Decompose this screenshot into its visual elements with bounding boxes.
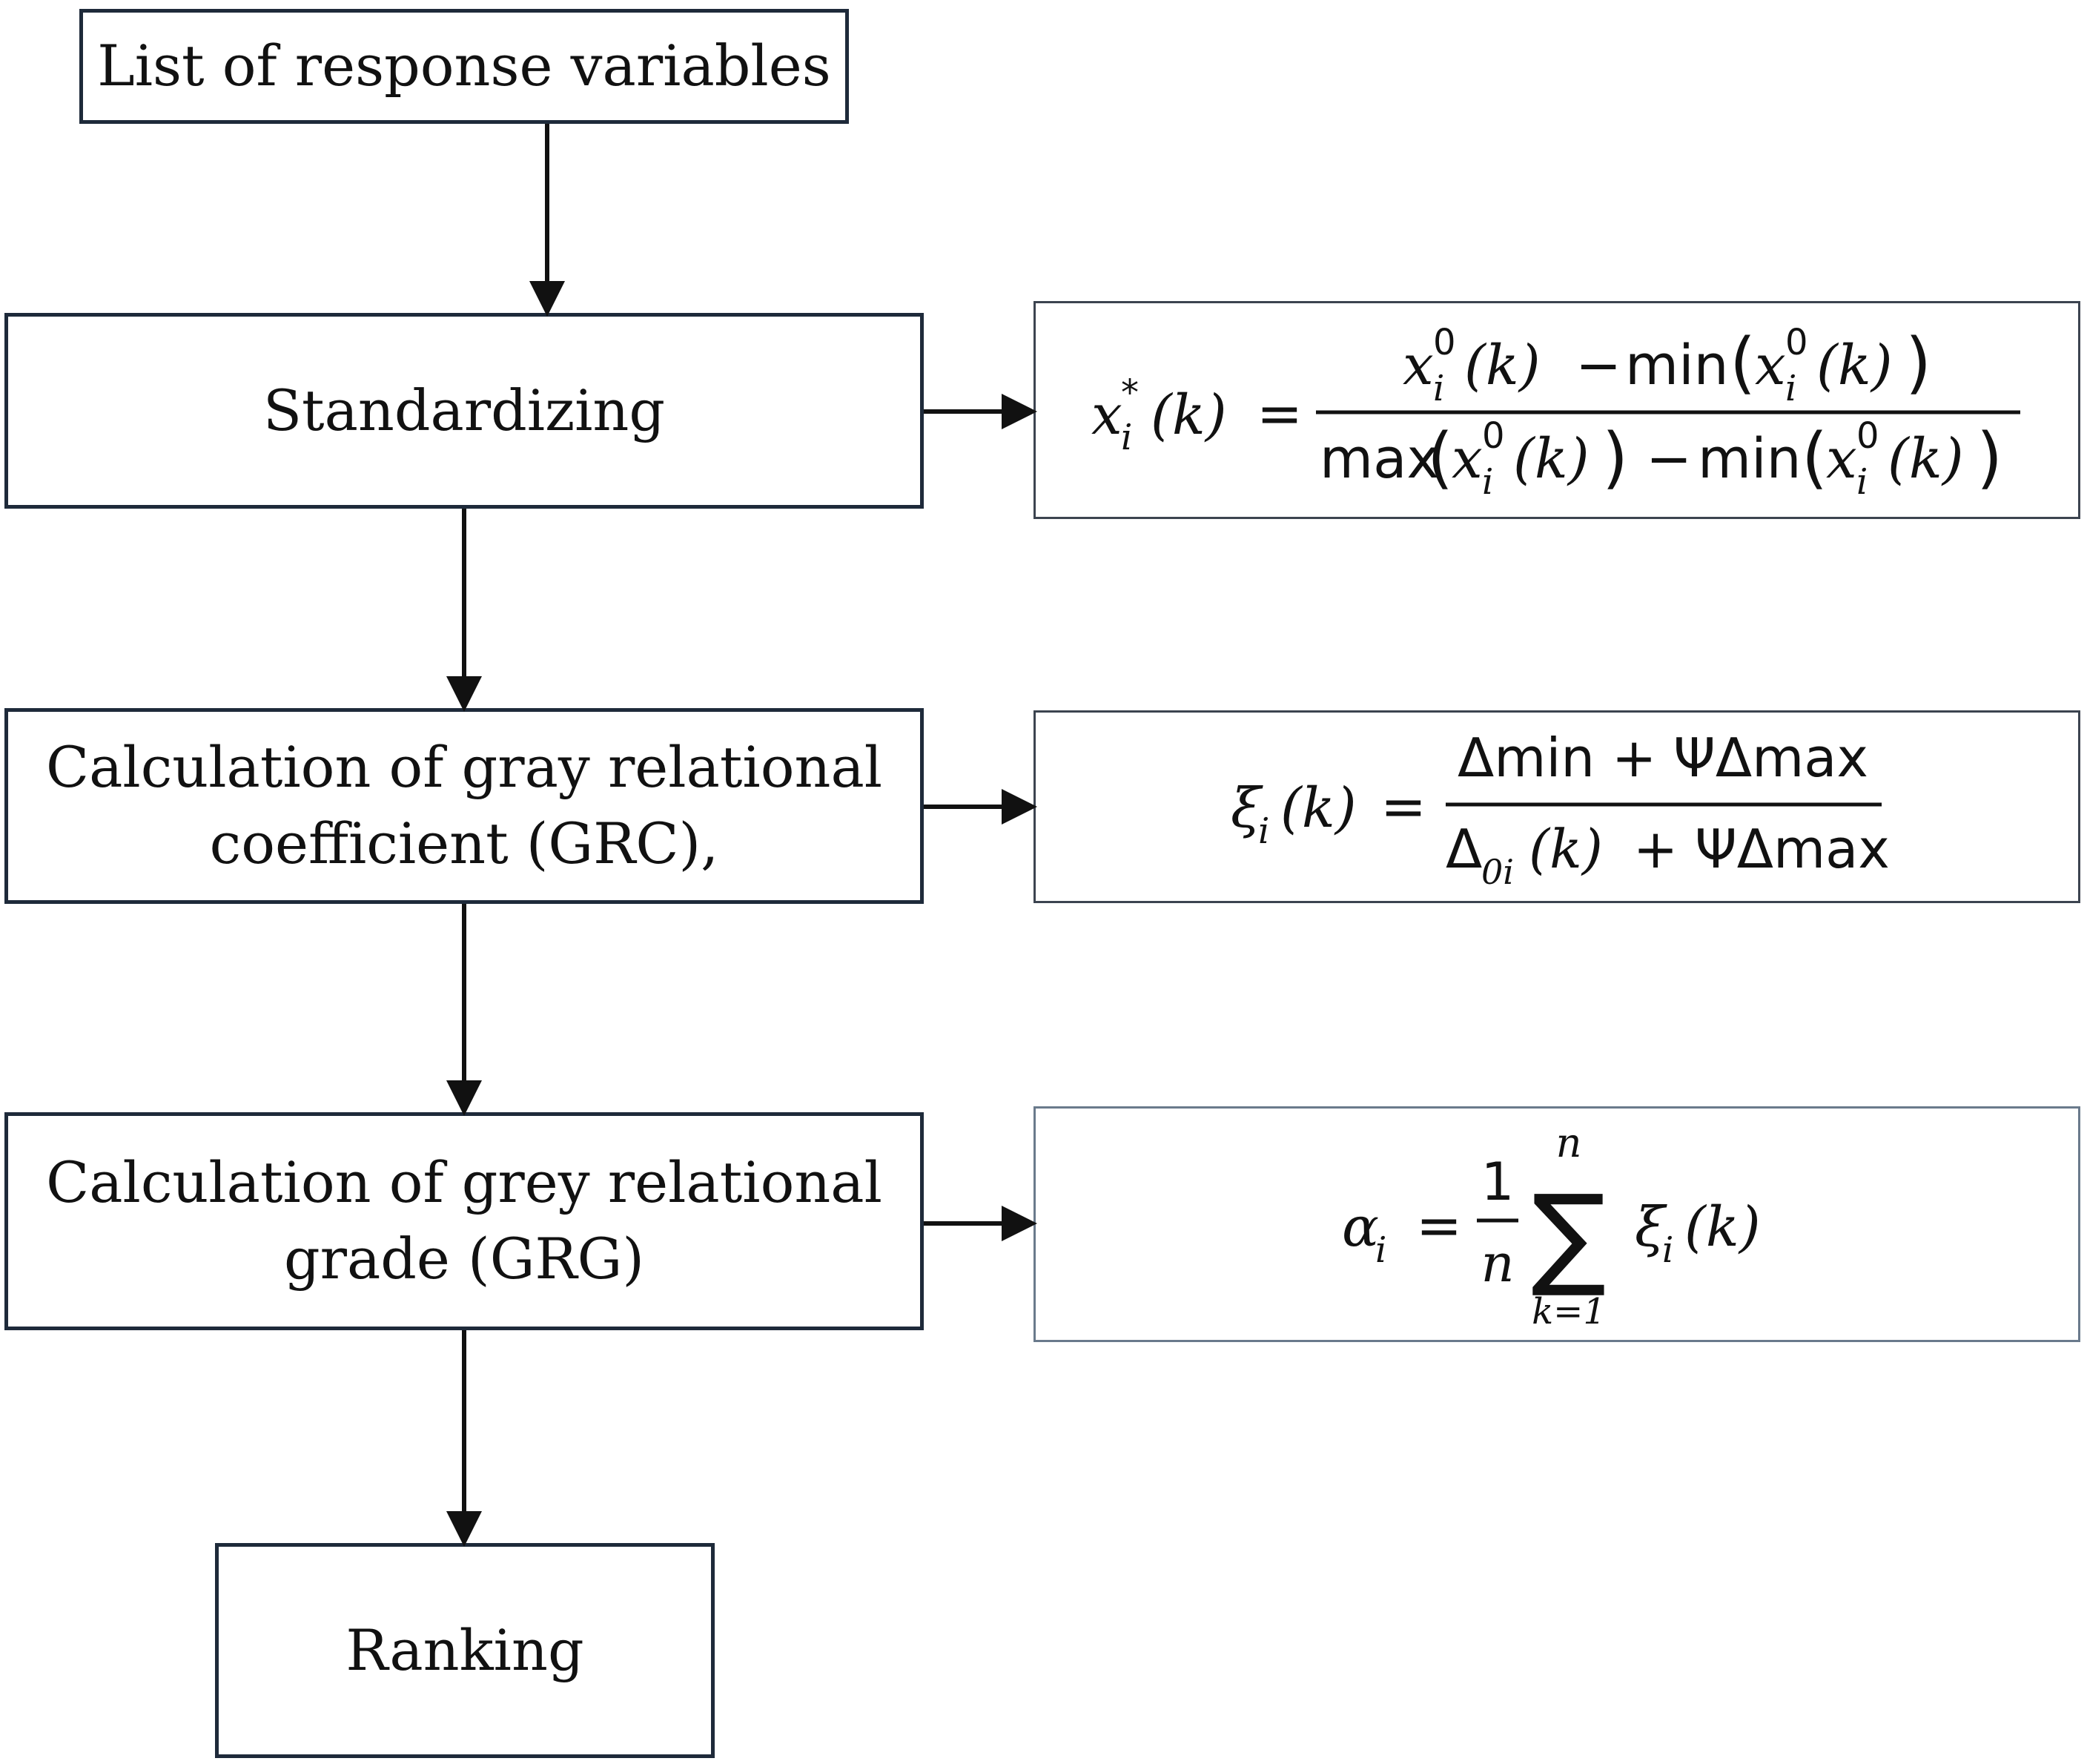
step-grc-text: Calculation of gray relational coefficie… bbox=[46, 730, 882, 882]
f1-den-x1: x bbox=[1452, 427, 1483, 491]
f1-den-max: max bbox=[1320, 427, 1439, 491]
f3-term-sub: i bbox=[1662, 1229, 1673, 1271]
f1-den-open2: ( bbox=[1802, 419, 1828, 497]
f2-equals: = bbox=[1380, 775, 1426, 839]
f1-num-sub: i bbox=[1433, 368, 1444, 409]
formula-box-grg bbox=[1033, 1106, 2080, 1342]
step-grg: Calculation of grey relational grade (GR… bbox=[4, 1112, 924, 1330]
f3-sum-upper: n bbox=[1556, 1120, 1582, 1166]
f3-equals: = bbox=[1416, 1194, 1462, 1258]
f1-equals: = bbox=[1257, 382, 1303, 446]
f1-den-sup1: 0 bbox=[1482, 415, 1505, 457]
f1-den-close2: ) bbox=[1977, 419, 2002, 497]
f1-num-arg: (k) bbox=[1464, 334, 1541, 397]
f1-num-min: min bbox=[1625, 334, 1729, 397]
f1-num-x2: x bbox=[1755, 334, 1786, 397]
f2-den-arg: (k) bbox=[1529, 818, 1603, 880]
f1-den-sub1: i bbox=[1482, 461, 1493, 503]
f1-den-x2: x bbox=[1826, 427, 1857, 491]
f2-den-rest: + ΨΔmax bbox=[1616, 818, 1890, 880]
f3-lhs-sub: i bbox=[1375, 1229, 1386, 1271]
formula-grc: ξ i (k) = Δmin + ΨΔmax Δ 0i (k) + ΨΔmax bbox=[1231, 727, 1890, 892]
f1-num-x: x bbox=[1403, 334, 1434, 397]
f1-num-sup2: 0 bbox=[1785, 322, 1808, 363]
f1-den-sup2: 0 bbox=[1856, 415, 1879, 457]
f2-den-sub: 0i bbox=[1481, 852, 1514, 892]
step-grc-line2: coefficient (GRC), bbox=[209, 810, 719, 876]
f1-den-min: min bbox=[1698, 427, 1802, 491]
step-grg-line2: grade (GRG) bbox=[283, 1226, 644, 1292]
step-ranking: Ranking bbox=[215, 1543, 715, 1758]
step-grg-text: Calculation of grey relational grade (GR… bbox=[46, 1145, 882, 1297]
f1-den-arg1: (k) bbox=[1513, 427, 1590, 491]
f2-lhs-sub: i bbox=[1258, 810, 1269, 852]
step-standardizing-label: Standardizing bbox=[262, 377, 666, 443]
f1-num-open: ( bbox=[1730, 324, 1756, 402]
f2-den-delta: Δ bbox=[1446, 818, 1482, 880]
f1-den-arg2: (k) bbox=[1888, 427, 1964, 491]
f3-term-base: ξ bbox=[1635, 1195, 1667, 1259]
step-list-response-variables: List of response variables bbox=[79, 9, 849, 124]
f1-num-sup: 0 bbox=[1433, 322, 1456, 363]
f3-frac-den: n bbox=[1481, 1233, 1514, 1294]
formula-box-grc bbox=[1033, 710, 2080, 903]
step-standardizing: Standardizing bbox=[4, 313, 924, 509]
f3-term-arg: (k) bbox=[1684, 1195, 1761, 1259]
f1-lhs-sup: * bbox=[1121, 372, 1139, 414]
f1-den-sub2: i bbox=[1856, 461, 1868, 503]
f1-num-arg2: (k) bbox=[1816, 334, 1893, 397]
f1-num-close: ) bbox=[1905, 324, 1931, 402]
f2-lhs-base: ξ bbox=[1231, 776, 1263, 840]
f1-num-minus: − bbox=[1575, 334, 1621, 397]
f2-numerator: Δmin + ΨΔmax bbox=[1458, 727, 1868, 789]
step-list-label: List of response variables bbox=[97, 33, 831, 99]
f1-den-minus: − bbox=[1646, 427, 1692, 491]
f3-sum-symbol: ∑ bbox=[1531, 1172, 1606, 1301]
f1-num-sub2: i bbox=[1785, 368, 1796, 409]
f1-lhs-arg: (k) bbox=[1151, 383, 1227, 447]
step-grg-line1: Calculation of grey relational bbox=[46, 1149, 882, 1216]
step-ranking-label: Ranking bbox=[345, 1616, 584, 1683]
f3-frac-num: 1 bbox=[1481, 1152, 1515, 1212]
step-grc-line1: Calculation of gray relational bbox=[45, 734, 883, 801]
f3-sum-lower: k=1 bbox=[1532, 1291, 1606, 1332]
step-grc: Calculation of gray relational coefficie… bbox=[4, 708, 924, 904]
f3-lhs-base: α bbox=[1342, 1195, 1379, 1259]
f1-lhs-base: x bbox=[1091, 383, 1122, 447]
formula-grg: α i = 1 n n ∑ k=1 ξ i (k) bbox=[1342, 1120, 1761, 1332]
f2-lhs-arg: (k) bbox=[1280, 776, 1357, 840]
f1-den-close1: ) bbox=[1602, 419, 1628, 497]
formula-standardize: x i * (k) = x i 0 (k) − min ( x i 0 (k) … bbox=[1091, 322, 2020, 503]
f1-den-open1: ( bbox=[1427, 419, 1453, 497]
f1-lhs-sub: i bbox=[1121, 417, 1132, 458]
